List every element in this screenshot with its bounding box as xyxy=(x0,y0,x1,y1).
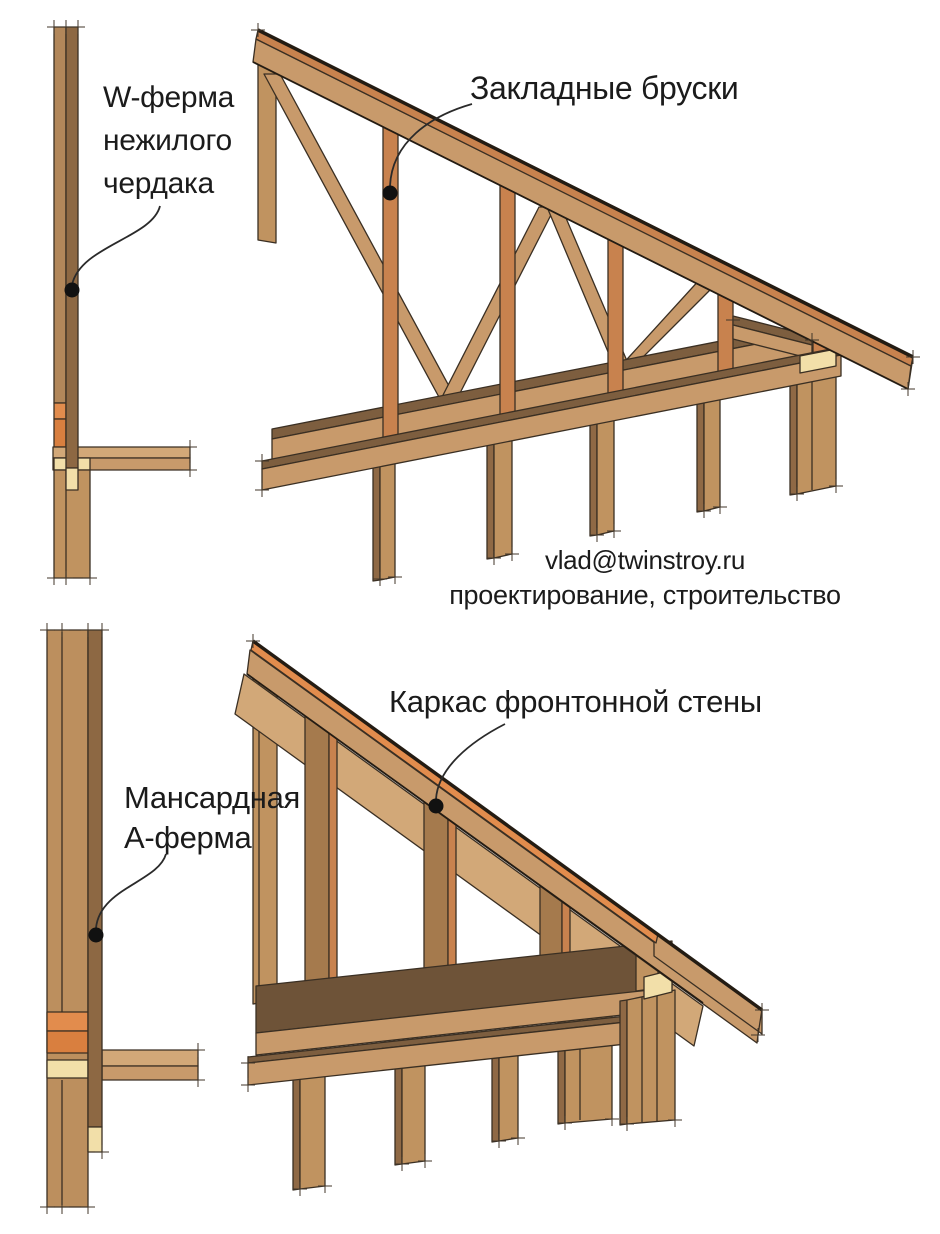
label-gable-wall: Каркас фронтонной стены xyxy=(389,684,762,719)
label-w-truss-line2: нежилого xyxy=(103,124,232,157)
pale-block xyxy=(799,348,837,374)
w-truss-iso-view xyxy=(252,28,914,582)
wall-top-plate xyxy=(261,346,842,491)
label-embedded-bars: Закладные бруски xyxy=(470,70,739,106)
label-w-truss-line3: чердака xyxy=(103,167,214,200)
contact-block: vlad@twinstroy.ru проектирование, строит… xyxy=(430,544,860,614)
leader-line-gable-wall xyxy=(435,723,506,800)
contact-email: vlad@twinstroy.ru xyxy=(545,545,745,575)
callout-dot-embedded-bars xyxy=(382,185,398,201)
contact-tagline: проектирование, строительство xyxy=(449,580,841,610)
callout-dot-w-truss xyxy=(64,282,80,298)
callout-dot-gable-wall xyxy=(428,798,444,814)
label-w-truss: W-ферма нежилого чердака xyxy=(103,76,234,205)
rafter-gable xyxy=(246,639,764,1044)
label-mansard-line2: А-ферма xyxy=(124,820,252,855)
leader-line-embedded-bars xyxy=(389,103,473,187)
leader-line-mansard xyxy=(95,853,167,929)
bottom-chord-gable xyxy=(247,940,673,1086)
gable-wall-iso-view xyxy=(234,639,764,1191)
leader-line-w-truss xyxy=(71,205,161,286)
rafter-top-chord xyxy=(252,28,914,390)
a-frame-side-view xyxy=(46,629,199,1208)
callouts xyxy=(64,103,506,943)
label-w-truss-line1: W-ферма xyxy=(103,81,235,114)
label-mansard: Мансардная А-ферма xyxy=(124,778,300,858)
end-tick-marks xyxy=(40,20,920,1214)
callout-dot-mansard xyxy=(88,927,104,943)
label-mansard-line1: Мансардная xyxy=(124,780,301,815)
corner-post xyxy=(619,989,676,1126)
